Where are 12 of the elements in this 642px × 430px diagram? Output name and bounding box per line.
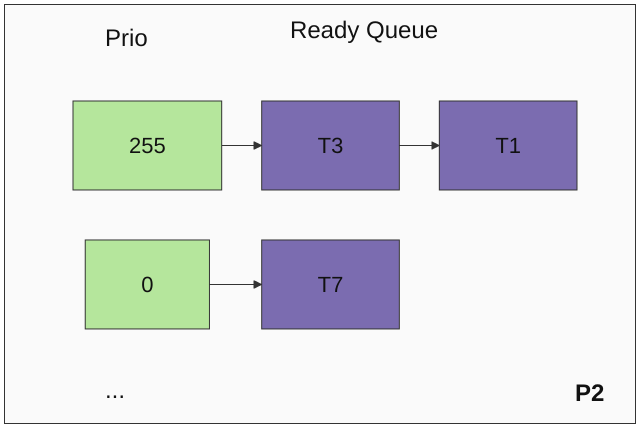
ellipsis-text: ...: [105, 377, 126, 405]
node-box: 0: [84, 239, 210, 330]
node-box: T3: [261, 100, 400, 190]
arrow: [398, 141, 440, 150]
column-heading: Prio: [105, 25, 148, 53]
arrow: [221, 141, 262, 150]
arrow: [208, 280, 262, 289]
node-box: 255: [72, 100, 222, 190]
panel-label: P2: [575, 380, 604, 408]
column-heading: Ready Queue: [290, 17, 438, 45]
node-box: T1: [438, 100, 578, 190]
node-box: T7: [261, 239, 400, 330]
